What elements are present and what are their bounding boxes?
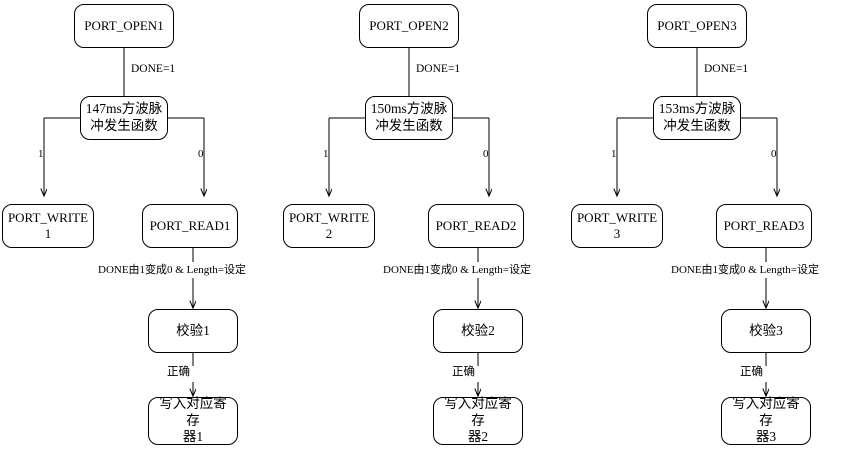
- node-port-write-2[interactable]: PORT_WRITE 2: [283, 204, 375, 248]
- node-port-open-2[interactable]: PORT_OPEN2: [359, 4, 459, 48]
- edge-label-branch-false-1: 0: [198, 148, 204, 160]
- edge-label-read-condition-2: DONE由1变成0 & Length=设定: [383, 264, 531, 276]
- node-pulse-generator-1[interactable]: 147ms方波脉 冲发生函数: [80, 96, 168, 140]
- node-verify-1[interactable]: 校验1: [148, 309, 238, 353]
- edge-label-done-1: DONE=1: [131, 63, 176, 75]
- node-write-register-1[interactable]: 写入对应寄存 器1: [148, 396, 238, 445]
- edge-label-read-condition-1: DONE由1变成0 & Length=设定: [98, 264, 246, 276]
- edge-label-read-condition-3: DONE由1变成0 & Length=设定: [671, 264, 819, 276]
- edge-label-verify-condition-1: 正确: [167, 366, 190, 378]
- edge-label-verify-condition-2: 正确: [452, 366, 475, 378]
- node-port-write-1[interactable]: PORT_WRITE 1: [2, 204, 94, 248]
- node-port-open-1[interactable]: PORT_OPEN1: [74, 4, 174, 48]
- edge-label-branch-true-3: 1: [611, 148, 617, 160]
- edge-label-branch-true-2: 1: [323, 148, 329, 160]
- edge-label-verify-condition-3: 正确: [740, 366, 763, 378]
- node-write-register-3[interactable]: 写入对应寄存 器3: [721, 396, 811, 445]
- edge-label-branch-false-3: 0: [771, 148, 777, 160]
- node-port-open-3[interactable]: PORT_OPEN3: [647, 4, 747, 48]
- edge-label-branch-false-2: 0: [483, 148, 489, 160]
- node-port-read-2[interactable]: PORT_READ2: [428, 204, 524, 248]
- node-verify-2[interactable]: 校验2: [433, 309, 523, 353]
- edge-label-branch-true-1: 1: [38, 148, 44, 160]
- edge-label-done-3: DONE=1: [704, 63, 749, 75]
- node-pulse-generator-2[interactable]: 150ms方波脉 冲发生函数: [365, 96, 453, 140]
- node-pulse-generator-3[interactable]: 153ms方波脉 冲发生函数: [653, 96, 741, 140]
- node-port-read-1[interactable]: PORT_READ1: [142, 204, 238, 248]
- node-port-read-3[interactable]: PORT_READ3: [716, 204, 812, 248]
- edge-label-done-2: DONE=1: [416, 63, 461, 75]
- node-verify-3[interactable]: 校验3: [721, 309, 811, 353]
- node-write-register-2[interactable]: 写入对应寄存 器2: [433, 396, 523, 445]
- node-port-write-3[interactable]: PORT_WRITE 3: [571, 204, 663, 248]
